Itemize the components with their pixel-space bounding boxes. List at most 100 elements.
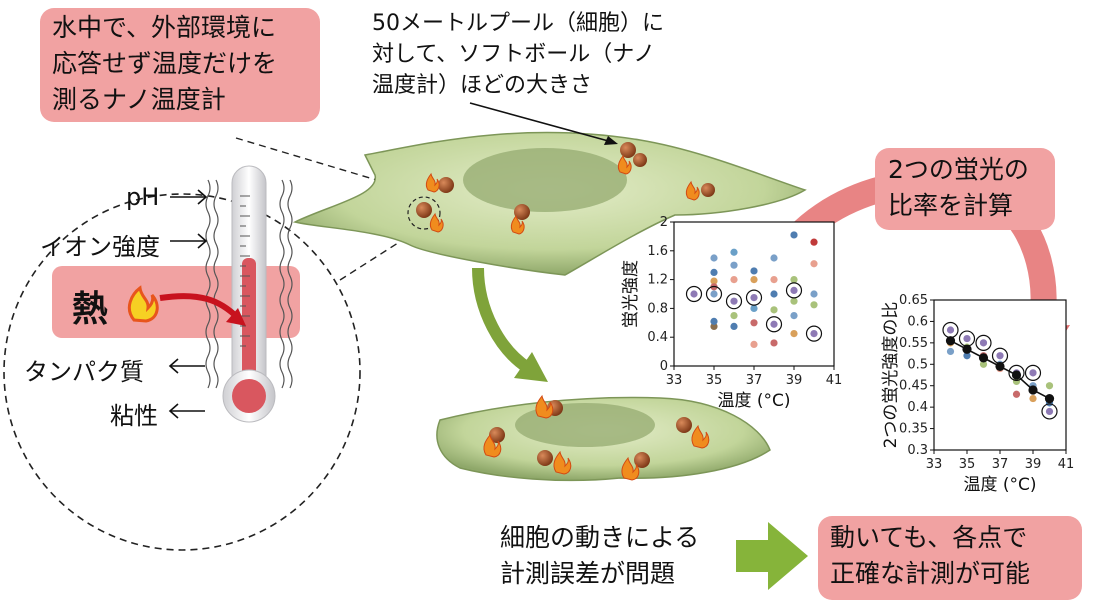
data-point [946,326,955,334]
tracked-point-ring [975,334,992,351]
tracked-point-ring [1041,403,1058,420]
y-axis-label: 蛍光強度 [621,260,641,328]
y-tick-label: 0.65 [899,293,928,308]
data-point [710,254,718,262]
mean-point [945,336,956,346]
x-axis-label: 温度 (°C) [963,475,1036,495]
data-point [1029,369,1037,377]
zoom-line-bottom [339,233,413,281]
data-point [770,276,778,284]
x-tick-label: 39 [786,373,803,388]
zoom-target-circle [407,196,441,230]
y-tick-label: 2 [660,215,668,230]
data-point [730,261,738,269]
tracked-point-ring [705,285,723,303]
y-tick-label: 0.4 [647,330,668,345]
tracked-point-ring [942,321,959,339]
heat-fire-icon [127,285,159,323]
tracked-point-ring [958,330,976,347]
x-tick-label: 33 [926,457,943,472]
nano-thermometers-top [416,142,715,220]
data-point [996,352,1004,360]
green-arrow [472,267,532,374]
tracked-point-ring [785,282,803,299]
mean-point [978,353,989,363]
callout-size-comparison: 50メートルプール（細胞）に 対して、ソフトボール（ナノ 温度計）ほどの大きさ [372,11,664,98]
mean-point [962,344,972,354]
data-point [770,306,778,314]
tracked-point-ring [1008,364,1025,381]
data-point [730,312,738,320]
data-point [979,360,988,368]
tracked-point-ring [745,289,763,306]
data-point [770,254,778,262]
data-point [710,290,718,298]
y-tick-label: 0.4 [907,400,928,415]
plot-frame [933,299,1067,451]
wavy-lines [205,179,293,389]
x-tick-label: 33 [666,373,683,388]
data-point [963,334,971,343]
nucleus-top [463,148,627,212]
y-tick-label: 1.2 [647,273,668,288]
data-point [790,330,798,338]
data-point [750,276,758,284]
x-axis-label: 温度 (°C) [717,391,790,411]
data-point [810,330,818,338]
data-point [750,267,758,275]
zoom-line-top [235,137,411,191]
data-point [790,276,798,284]
x-tick-label: 37 [992,457,1009,472]
factor-protein: タンパク質 [24,358,144,386]
data-point [710,277,718,285]
data-point [1045,407,1054,416]
x-tick-label: 41 [1058,457,1075,472]
mean-point [1011,370,1022,380]
data-point [810,290,818,298]
callout-box-ratio [875,148,1055,230]
tracked-point-ring [991,347,1009,364]
callout-box-solution [818,516,1082,600]
data-point [963,352,971,360]
y-tick-label: 0.55 [899,336,928,351]
mean-point [1028,385,1038,395]
factor-heat: 熱 [72,289,109,330]
data-point [1045,382,1054,390]
factor-ph: pH [126,183,160,211]
x-tick-label: 35 [706,373,723,388]
data-point [730,276,738,284]
factor-viscosity: 粘性 [110,402,158,430]
callout-nano-thermometer: 水中で、外部環境に 応答せず温度だけを 測るナノ温度計 [52,13,278,114]
callout-problem: 細胞の動きによる 計測誤差が問題 [500,523,700,588]
data-point [730,322,738,330]
tracked-point-ring [765,316,783,333]
data-point [750,340,758,348]
tracked-point-ring [1024,364,1042,381]
data-point [790,312,798,320]
x-tick-label: 35 [959,457,976,472]
fire-icons [425,154,710,481]
mean-point [1044,393,1055,404]
y-tick-label: 0.3 [907,443,928,458]
x-tick-label: 37 [746,373,763,388]
green-right-arrow [736,522,808,590]
tracked-point-ring [805,325,823,342]
data-point [710,322,718,330]
x-tick-label: 39 [1025,457,1042,472]
pointer-arrow [469,102,613,143]
data-point [750,294,758,302]
data-point [1012,390,1021,398]
x-tick-label: 41 [826,373,843,388]
y-tick-label: 1.6 [647,244,668,259]
callout-box-nano-thermometer [40,8,320,122]
data-point [710,268,718,276]
factor-arrows [168,189,208,419]
data-point [750,304,758,312]
data-point [1029,394,1037,403]
factor-ion-strength: イオン強度 [40,233,160,261]
data-point [770,290,778,298]
